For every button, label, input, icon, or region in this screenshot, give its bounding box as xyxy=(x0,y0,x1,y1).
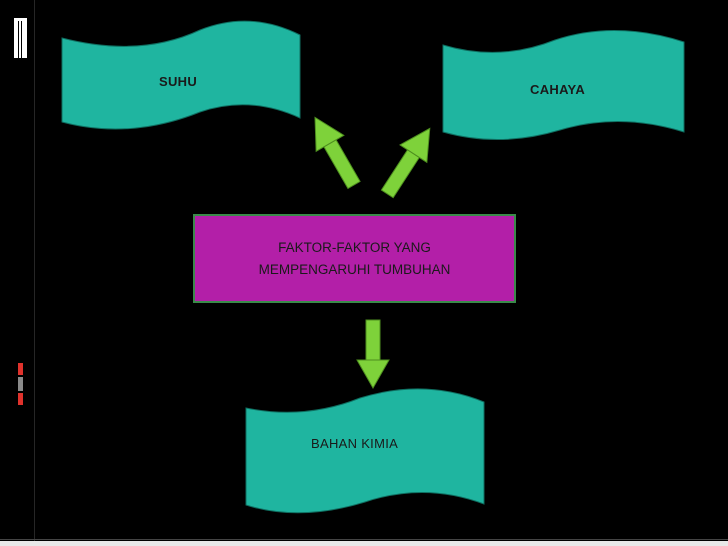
banner-cahaya-shape xyxy=(442,30,685,141)
decor-bar-top-1 xyxy=(14,18,18,58)
node-cahaya-label: CAHAYA xyxy=(530,82,586,97)
center-title-line1: FAKTOR-FAKTOR YANG xyxy=(278,240,431,255)
node-suhu-label: SUHU xyxy=(159,74,198,89)
decor-bar-red-2 xyxy=(18,393,23,405)
decor-vertical-line xyxy=(34,0,35,546)
center-title-line2: MEMPENGARUHI TUMBUHAN xyxy=(258,262,451,277)
decor-bar-top-3 xyxy=(22,18,27,58)
arrow-to-cahaya xyxy=(380,127,431,199)
center-box: FAKTOR-FAKTOR YANG MEMPENGARUHI TUMBUHAN xyxy=(193,214,516,303)
arrow-to-bahan-kimia xyxy=(356,319,390,390)
banner-bahan-kimia-shape xyxy=(245,388,485,514)
arrow-to-suhu xyxy=(314,116,361,190)
decor-bar-gray xyxy=(18,377,23,391)
decor-bar-top-4 xyxy=(14,18,27,21)
node-bahan-kimia-label: BAHAN KIMIA xyxy=(311,436,399,451)
decor-bottom-line xyxy=(0,539,728,540)
banner-suhu-shape xyxy=(61,20,301,130)
decor-bar-red-1 xyxy=(18,363,23,375)
decor-bottom-white xyxy=(0,541,728,546)
decor-bar-top-2 xyxy=(19,18,21,58)
